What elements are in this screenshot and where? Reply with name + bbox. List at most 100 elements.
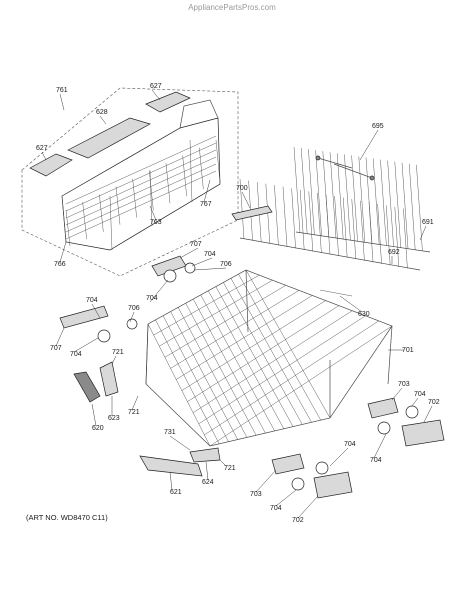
wire-segment: [372, 158, 380, 245]
wire-segment: [394, 206, 400, 267]
callout-707-left: 707: [50, 345, 62, 352]
callout-623: 623: [108, 415, 120, 422]
wire-segment: [245, 269, 331, 419]
wire-segment: [129, 311, 135, 323]
wire-segment: [411, 397, 419, 407]
callout-731: 731: [164, 429, 176, 436]
wire-segment: [215, 139, 221, 183]
wire-segment: [344, 154, 351, 241]
wire-segment: [187, 305, 340, 402]
wire-segment: [419, 225, 427, 241]
callout-703-bottom: 703: [250, 491, 262, 498]
wire-segment: [205, 461, 209, 481]
callout-704-top: 704: [204, 251, 216, 258]
wire-segment: [111, 355, 117, 365]
wire-segment: [181, 300, 326, 391]
art-number: (ART NO. WD8470 C11): [26, 513, 108, 522]
callout-704-mid: 704: [146, 295, 158, 302]
rack-clip-623: [99, 361, 119, 397]
wire-segment: [185, 303, 257, 436]
wire-segment: [297, 495, 319, 519]
rack-bracket-700: [231, 205, 273, 221]
wire-segment: [131, 395, 139, 411]
wire-segment: [165, 163, 171, 204]
wire-segment: [385, 205, 391, 266]
wire-segment: [408, 163, 416, 250]
wire-segment: [149, 279, 169, 303]
wire-segment: [315, 150, 322, 237]
wire-segment: [82, 202, 87, 239]
callout-766: 766: [54, 261, 66, 268]
wire-segment: [91, 303, 101, 319]
wire-segment: [380, 159, 387, 246]
wire-segment: [209, 325, 393, 447]
wire-segment: [193, 298, 266, 434]
wire-segment: [291, 188, 296, 249]
wire-segment: [65, 149, 217, 219]
callout-721-b: 721: [128, 409, 140, 416]
wire-segment: [239, 178, 245, 240]
wire-segment: [351, 199, 357, 260]
rack-rail-630: [319, 289, 353, 297]
wire-segment: [169, 471, 173, 491]
callout-706-top: 706: [220, 261, 232, 268]
wire-segment: [339, 295, 363, 313]
wire-segment: [99, 115, 107, 125]
roller-703-bottom: [271, 453, 305, 475]
wire-segment: [416, 164, 423, 251]
basket-group-outline: [21, 87, 239, 277]
wire-segment: [204, 320, 379, 436]
wheel-706-b: [126, 318, 138, 330]
wire-segment: [65, 209, 71, 247]
wire-segment: [238, 274, 321, 421]
wire-segment: [358, 156, 366, 243]
wire-segment: [149, 205, 157, 221]
wire-segment: [329, 447, 349, 467]
wire-segment: [115, 186, 121, 225]
wire-segment: [203, 179, 211, 203]
wire-segment: [65, 156, 217, 226]
wire-segment: [325, 194, 331, 255]
wire-segment: [299, 189, 305, 250]
wire-segment: [147, 269, 247, 325]
wire-segment: [151, 89, 161, 101]
wheel-704-c: [377, 421, 391, 435]
callout-703-right: 703: [398, 381, 410, 388]
rack-stop-620: [73, 371, 101, 403]
wire-segment: [147, 323, 211, 447]
callout-624: 624: [202, 479, 214, 486]
lower-rack: [145, 269, 393, 447]
wire-segment: [403, 208, 408, 269]
wire-segment: [308, 149, 315, 236]
wire-segment: [336, 153, 344, 240]
roller-702-right: [401, 419, 445, 447]
callout-704-bottom-a: 704: [344, 441, 356, 448]
callout-704-left: 704: [86, 297, 98, 304]
watermark: AppliancePartsPros.com: [188, 3, 276, 12]
wheel-706-a: [184, 262, 196, 274]
wire-segment: [275, 489, 297, 507]
callout-621: 621: [170, 489, 182, 496]
wheel-704-e: [291, 477, 305, 491]
wire-segment: [230, 278, 312, 423]
wire-segment: [99, 194, 104, 232]
wheel-704-b: [97, 329, 111, 343]
callout-692: 692: [388, 249, 400, 256]
wire-segment: [394, 161, 402, 248]
roller-bracket-707-left: [59, 305, 109, 329]
wheel-704-a: [163, 269, 177, 283]
wire-segment: [65, 163, 217, 233]
callout-706-left: 706: [128, 305, 140, 312]
wire-segment: [208, 290, 285, 429]
wire-segment: [317, 192, 322, 253]
callout-620: 620: [92, 425, 104, 432]
wire-segment: [41, 151, 47, 161]
wire-segment: [176, 295, 313, 380]
wire-segment: [387, 160, 394, 247]
wire-segment: [334, 196, 339, 257]
callout-721-c: 721: [224, 465, 236, 472]
callout-627-top: 627: [150, 83, 162, 90]
callout-702-bottom: 702: [292, 517, 304, 524]
wire-segment: [360, 200, 365, 261]
